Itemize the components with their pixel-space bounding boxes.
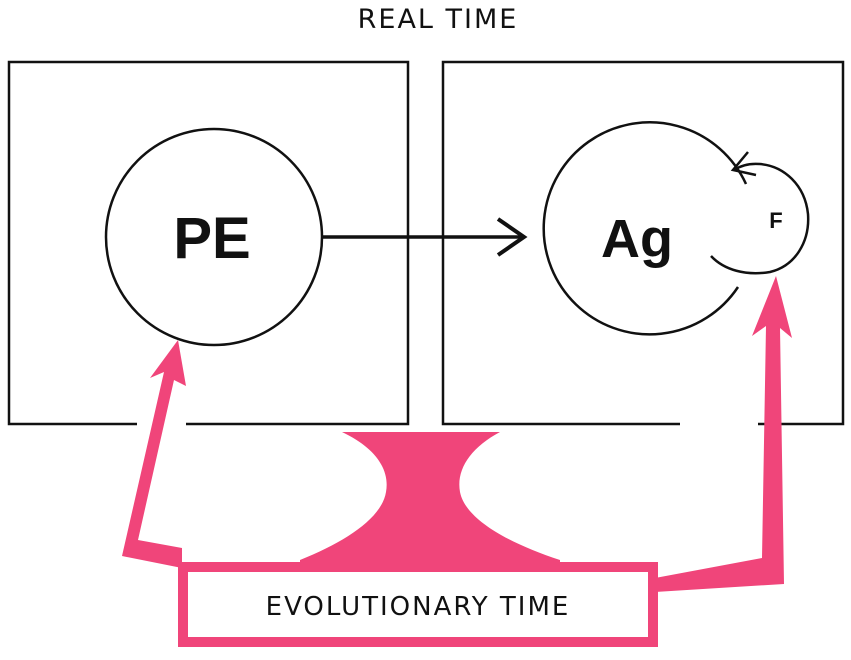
real-time-title: REAL TIME xyxy=(358,4,519,35)
feedback-loop-arc xyxy=(710,162,810,275)
pe-label: PE xyxy=(173,206,250,271)
ag-circle xyxy=(542,121,748,336)
evolution-arrow-to-pe xyxy=(122,340,186,568)
left-box xyxy=(7,60,410,426)
right-box xyxy=(441,60,845,426)
evolution-trunk xyxy=(300,432,560,565)
evolutionary-time-label: EVOLUTIONARY TIME xyxy=(266,592,571,622)
feedback-loop-arrowhead xyxy=(730,151,757,177)
f-label: F xyxy=(769,208,782,233)
evolutionary-time-box xyxy=(188,572,648,637)
pe-to-ag-arrowhead xyxy=(496,217,528,257)
evolution-arrow-to-f xyxy=(655,276,792,592)
ag-label: Ag xyxy=(601,209,673,269)
